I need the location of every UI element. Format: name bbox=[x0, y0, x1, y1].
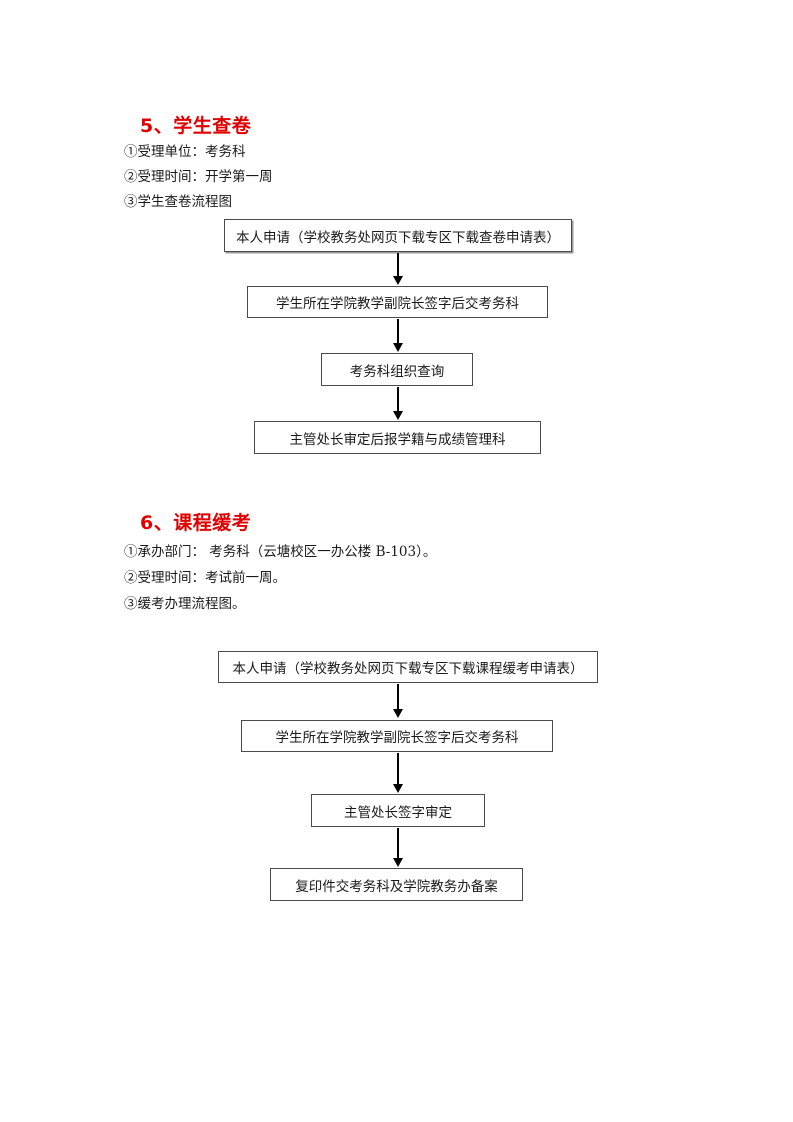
flowchart-2-arrow-2 bbox=[391, 753, 405, 793]
flowchart-1-arrow-2 bbox=[391, 319, 405, 352]
section-6-item-1: ①承办部门： 考务科（云塘校区一办公楼 B-103）。 bbox=[124, 544, 437, 560]
flowchart-2-arrow-3 bbox=[391, 828, 405, 867]
flowchart-2-step-3: 主管处长签字审定 bbox=[311, 794, 485, 827]
flowchart-2-step-1: 本人申请（学校教务处网页下载专区下载课程缓考申请表） bbox=[218, 651, 598, 683]
flowchart-1-step-1: 本人申请（学校教务处网页下载专区下载查卷申请表） bbox=[224, 219, 572, 252]
flowchart-2-arrow-1 bbox=[391, 684, 405, 718]
section-5-heading: 5、学生查卷 bbox=[140, 115, 252, 137]
flowchart-2-step-2: 学生所在学院教学副院长签字后交考务科 bbox=[241, 720, 553, 752]
flowchart-2-step-4: 复印件交考务科及学院教务办备案 bbox=[270, 868, 523, 901]
flowchart-1-arrow-1 bbox=[391, 253, 405, 285]
section-6-heading: 6、课程缓考 bbox=[140, 512, 252, 534]
section-6-item-3: ③缓考办理流程图。 bbox=[124, 596, 246, 612]
section-5-item-1: ①受理单位：考务科 bbox=[124, 144, 246, 160]
section-5-item-2: ②受理时间：开学第一周 bbox=[124, 169, 273, 185]
flowchart-1-arrow-3 bbox=[391, 387, 405, 420]
flowchart-1-step-2: 学生所在学院教学副院长签字后交考务科 bbox=[247, 286, 548, 318]
flowchart-1-step-3: 考务科组织查询 bbox=[321, 353, 473, 386]
section-5-item-3: ③学生查卷流程图 bbox=[124, 194, 232, 210]
flowchart-1-step-4: 主管处长审定后报学籍与成绩管理科 bbox=[254, 421, 541, 454]
section-6-item-2: ②受理时间：考试前一周。 bbox=[124, 570, 286, 586]
